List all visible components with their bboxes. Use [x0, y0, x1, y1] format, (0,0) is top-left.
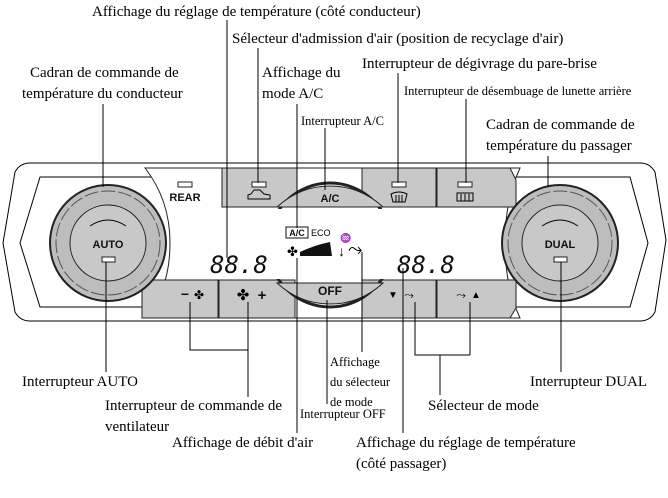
leader-lines	[102, 20, 562, 433]
label-ac-mode-display-2: mode A/C	[262, 86, 323, 102]
rear-button-label[interactable]: REAR	[169, 192, 200, 204]
auto-button[interactable]: AUTO	[93, 239, 124, 251]
recirculation-car-icon	[247, 189, 271, 200]
label-dual-switch: Interrupteur DUAL	[530, 374, 647, 390]
label-fan-switch-2: ventilateur	[105, 419, 169, 435]
eco-indicator: ECO	[311, 228, 331, 238]
dual-button[interactable]: DUAL	[545, 239, 576, 251]
rear-defog-icon	[456, 192, 474, 202]
label-ac-switch: Interrupteur A/C	[301, 114, 384, 128]
fan-plus-label: +	[258, 287, 267, 304]
auto-indicator	[101, 256, 116, 263]
mode-vent-icon-down: ⤳	[404, 288, 414, 302]
fan-minus-label: −	[181, 286, 189, 302]
label-fan-switch-1: Interrupteur de commande de	[105, 398, 282, 414]
up-arrow-icon: ▲	[471, 290, 481, 301]
panel-inner-outline	[19, 176, 649, 308]
label-driver-dial-2: température du conducteur	[22, 86, 183, 102]
down-arrow-icon: ▼	[388, 290, 398, 301]
label-temp-display-passenger-2: (côté passager)	[356, 456, 446, 472]
airflow-fan-icon: ✤	[287, 244, 298, 259]
label-temp-display-driver: Affichage du réglage de température (côt…	[92, 4, 421, 20]
mode-vent-icon-up: ⤳	[456, 288, 466, 302]
passenger-temp-display: 88.8	[397, 251, 455, 279]
label-off-switch: Interrupteur OFF	[300, 407, 386, 421]
label-mode-display-3: de mode	[330, 395, 373, 409]
label-mode-display-1: Affichage	[330, 355, 380, 369]
windshield-defrost-icon	[390, 191, 408, 203]
recirc-indicator	[251, 181, 267, 188]
rear-defog-button[interactable]	[436, 167, 517, 208]
label-mode-selector: Sélecteur de mode	[428, 398, 539, 414]
off-button-label: OFF	[318, 284, 342, 298]
driver-temperature-dial[interactable]	[49, 184, 167, 302]
label-temp-display-passenger-1: Affichage du réglage de température	[356, 435, 576, 451]
defrost-mode-icon: ♒	[340, 232, 351, 243]
mode-person-icon: ⤳	[348, 239, 362, 259]
label-windshield-defrost: Interrupteur de dégivrage du pare-brise	[362, 56, 597, 72]
mode-down-arrow-icon: ↓	[338, 245, 345, 260]
display-strip	[175, 209, 500, 279]
panel-outline	[2, 162, 667, 322]
ac-indicator: A/C	[289, 228, 305, 238]
ac-button[interactable]	[275, 185, 385, 208]
label-airflow-display: Affichage de débit d'air	[172, 435, 313, 451]
label-ac-mode-display-1: Affichage du	[262, 65, 341, 81]
defrost-indicator	[391, 181, 407, 188]
rear-defog-indicator	[457, 181, 473, 188]
label-mode-display-2: du sélecteur	[330, 375, 391, 389]
mode-up-button[interactable]	[436, 279, 517, 319]
ac-button-label: A/C	[321, 193, 340, 205]
fan-small-icon: ✤	[194, 288, 204, 302]
passenger-temperature-dial[interactable]	[501, 184, 619, 302]
label-air-intake-selector: Sélecteur d'admission d'air (position de…	[232, 31, 563, 47]
dual-indicator	[553, 256, 568, 263]
label-driver-dial-1: Cadran de commande de	[30, 65, 179, 81]
fan-large-icon: ✤	[237, 288, 250, 304]
off-button[interactable]	[275, 282, 385, 305]
label-passenger-dial-1: Cadran de commande de	[486, 117, 635, 133]
label-auto-switch: Interrupteur AUTO	[22, 374, 138, 390]
driver-temp-display: 88.8	[210, 251, 268, 279]
label-passenger-dial-2: température du passager	[486, 138, 632, 154]
airflow-bars	[300, 242, 332, 256]
rear-indicator	[177, 181, 193, 188]
label-rear-defog: Interrupteur de désembuage de lunette ar…	[404, 84, 632, 98]
